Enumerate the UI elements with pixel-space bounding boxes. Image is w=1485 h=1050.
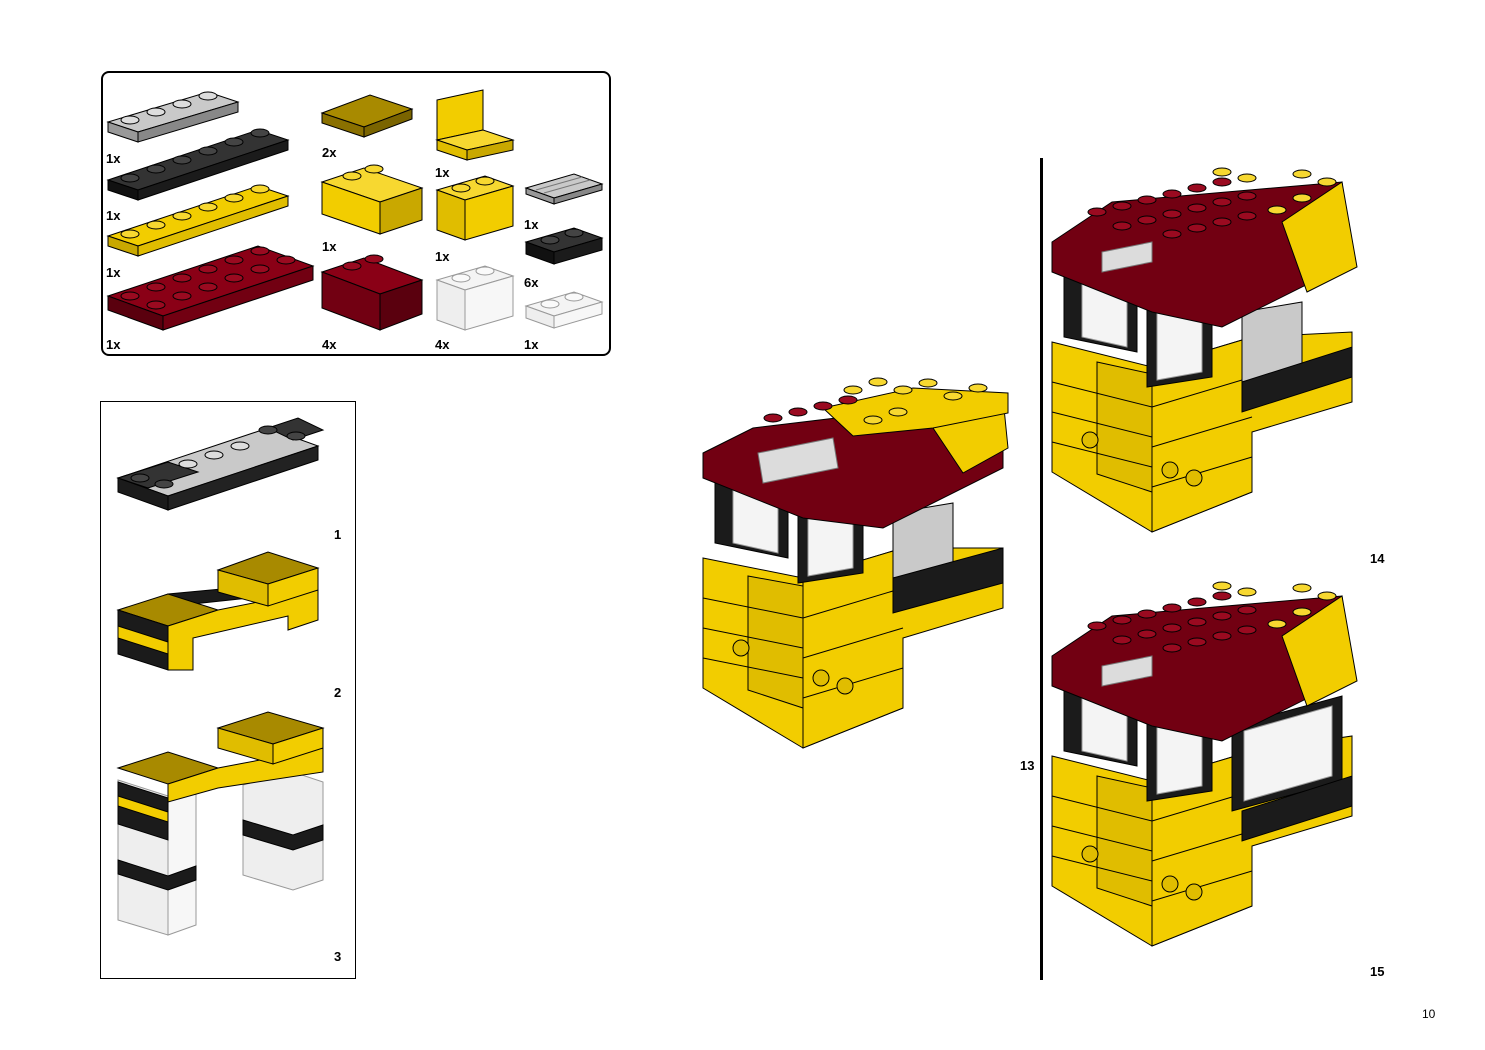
step-number: 13 bbox=[1020, 758, 1035, 773]
yellow-plate-icon bbox=[106, 184, 290, 257]
step-14-model-illustration bbox=[1051, 167, 1358, 533]
qty-label: 1x bbox=[322, 239, 337, 254]
yellow-bracket-icon bbox=[435, 89, 515, 161]
qty-label: 2x bbox=[322, 145, 337, 160]
qty-label: 1x bbox=[106, 337, 121, 352]
dark-yellow-tile-icon bbox=[320, 94, 414, 138]
column-divider bbox=[1040, 158, 1043, 980]
step-15-model-illustration bbox=[1051, 581, 1358, 947]
step-13-model-illustration bbox=[702, 377, 1009, 749]
qty-label: 1x bbox=[435, 249, 450, 264]
trans-clear-plate-icon bbox=[524, 291, 604, 329]
qty-label: 1x bbox=[524, 217, 539, 232]
dark-red-plate-icon bbox=[106, 245, 315, 331]
qty-label: 4x bbox=[435, 337, 450, 352]
yellow-brick-icon bbox=[435, 175, 515, 241]
gray-plate-icon bbox=[106, 91, 240, 143]
qty-label: 1x bbox=[106, 265, 121, 280]
black-plate-small-icon bbox=[524, 227, 604, 265]
gray-grille-icon bbox=[524, 173, 604, 205]
substep-1-illustration bbox=[116, 417, 325, 511]
black-plate-icon bbox=[106, 128, 290, 201]
qty-label: 1x bbox=[524, 337, 539, 352]
qty-label: 6x bbox=[524, 275, 539, 290]
substep-number: 1 bbox=[334, 527, 342, 542]
qty-label: 1x bbox=[106, 208, 121, 223]
parts-list-box bbox=[101, 71, 611, 356]
trans-clear-brick-icon bbox=[435, 265, 515, 331]
qty-label: 1x bbox=[106, 151, 121, 166]
substep-2-illustration bbox=[116, 551, 320, 671]
substep-number: 3 bbox=[334, 949, 342, 964]
substep-3-illustration bbox=[116, 711, 325, 936]
page-number: 10 bbox=[1422, 1007, 1436, 1021]
yellow-slope-icon bbox=[320, 164, 424, 235]
dark-red-slope-icon bbox=[320, 254, 424, 331]
step-number: 14 bbox=[1370, 551, 1385, 566]
qty-label: 4x bbox=[322, 337, 337, 352]
step-number: 15 bbox=[1370, 964, 1385, 979]
subassembly-box bbox=[100, 401, 356, 979]
substep-number: 2 bbox=[334, 685, 342, 700]
qty-label: 1x bbox=[435, 165, 450, 180]
